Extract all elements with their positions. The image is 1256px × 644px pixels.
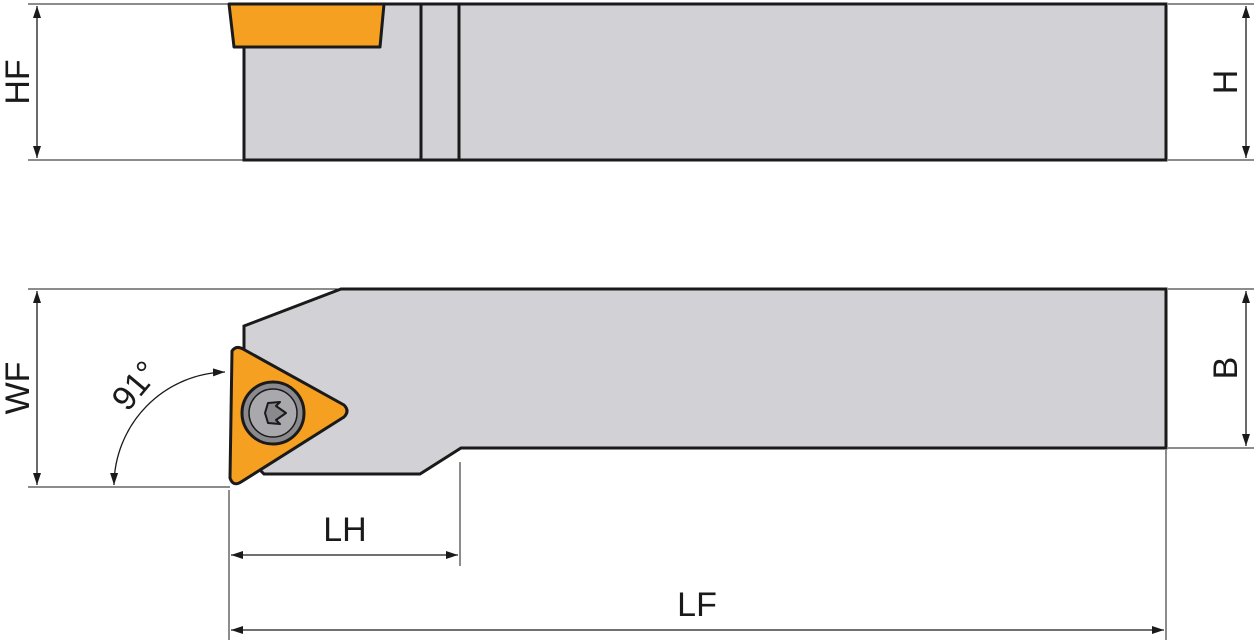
wf-dimension: WF [0,288,341,488]
wf-label: WF [0,362,37,415]
h-dimension: H [1168,3,1254,161]
top-view [228,287,1168,486]
angle-dimension: 91° [104,354,226,486]
top-view-insert [228,345,349,486]
lf-label: LF [677,586,717,624]
torx-icon [264,401,287,425]
hf-label: HF [0,59,37,104]
hf-dimension: HF [0,3,244,161]
b-dimension: B [1168,288,1254,449]
side-view [227,2,1168,162]
side-view-insert [227,2,386,49]
lf-dimension: LF [231,450,1167,640]
angle-label: 91° [104,354,166,418]
b-label: B [1207,357,1245,380]
lh-label: LH [323,511,366,549]
top-view-shank [242,287,1168,476]
side-view-shank [242,2,1168,162]
h-label: H [1207,70,1245,95]
lh-dimension: LH [228,462,461,640]
